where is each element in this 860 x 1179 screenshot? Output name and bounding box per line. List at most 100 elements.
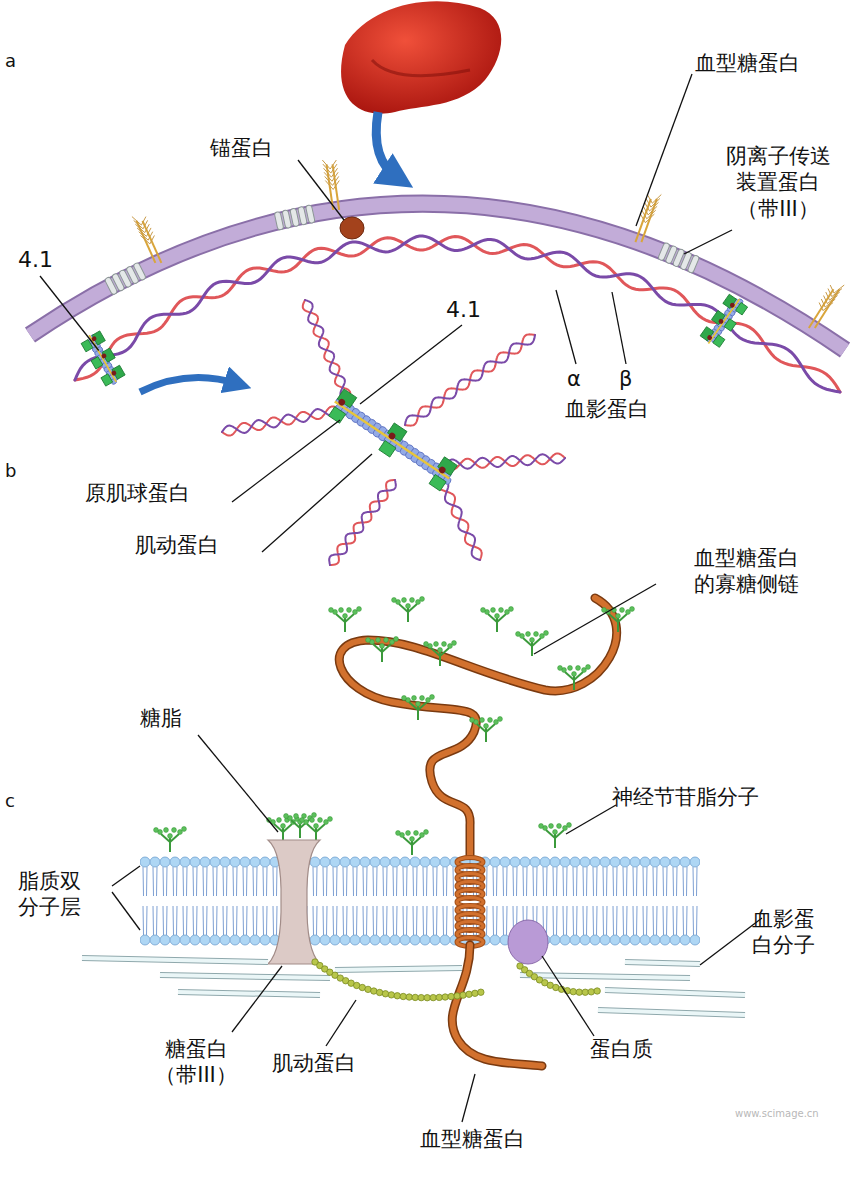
part-label: 蛋白质 xyxy=(590,1036,653,1062)
sugar-residue xyxy=(420,597,425,602)
protein-4-1 xyxy=(387,423,407,442)
zoom-arrow xyxy=(140,378,238,392)
sugar-residue xyxy=(539,824,544,829)
sugar-branch xyxy=(332,172,338,181)
adducin-dot xyxy=(101,353,108,360)
sugar-branch xyxy=(331,164,337,173)
leader-line xyxy=(262,454,372,552)
sugar-residue xyxy=(154,828,159,833)
leader-line xyxy=(326,1000,356,1046)
sugar-residue xyxy=(491,608,496,613)
leader-line xyxy=(556,290,576,364)
sugar-branch xyxy=(322,160,330,169)
sugar-branch xyxy=(647,195,652,204)
sugar-residue xyxy=(495,614,500,619)
protein-4-1 xyxy=(736,302,748,314)
leader-line xyxy=(198,735,278,832)
sugar-residue xyxy=(498,717,503,722)
lipid-bilayer xyxy=(140,856,700,946)
sugar-branch xyxy=(824,296,828,304)
protein-4-1 xyxy=(700,327,714,341)
leader-line xyxy=(232,420,340,502)
actin-bead xyxy=(394,993,400,999)
zoom-arrow xyxy=(376,112,398,178)
protein-4-1 xyxy=(429,474,446,491)
cell-membrane xyxy=(30,204,845,350)
spectrin-rod-edge xyxy=(598,1010,745,1015)
spectrin-rod-edge xyxy=(160,975,330,978)
bracket-line xyxy=(112,866,140,886)
adducin-dot xyxy=(706,334,713,341)
watermark: www.scimage.cn xyxy=(735,1108,819,1121)
sugar-residue xyxy=(534,632,539,637)
spectrin-rod xyxy=(178,992,320,995)
actin-bead xyxy=(448,993,454,999)
sugar-residue xyxy=(616,614,621,619)
sugar-residue xyxy=(394,637,399,642)
sugar-residue xyxy=(620,608,625,613)
spectrin-rod xyxy=(598,1010,745,1015)
leader-line xyxy=(612,292,626,364)
beta-spectrin xyxy=(329,480,396,565)
leader-line xyxy=(462,1074,475,1122)
actin-bead xyxy=(472,990,478,996)
sugar-residue xyxy=(384,638,389,643)
glycophorin-stalk xyxy=(815,289,840,328)
part-label: 4.1 xyxy=(446,296,481,324)
alpha-spectrin xyxy=(330,480,395,565)
red-blood-cell xyxy=(341,1,501,113)
actin-bead xyxy=(570,988,576,994)
sugar-residue xyxy=(481,608,486,613)
spectrin-rod-edge xyxy=(625,962,700,964)
alpha-spectrin xyxy=(405,334,535,425)
sugar-residue xyxy=(488,718,493,723)
panel-letter: a xyxy=(5,50,16,73)
sugar-residue xyxy=(339,608,344,613)
sugar-residue xyxy=(544,631,549,636)
leader-line xyxy=(684,230,732,254)
sugar-residue xyxy=(318,818,323,823)
part-label: 肌动蛋白 xyxy=(272,1050,356,1076)
band3-coil xyxy=(687,255,700,274)
sugar-residue xyxy=(442,642,447,647)
panel-letter: b xyxy=(5,460,16,483)
sugar-residue xyxy=(329,608,334,613)
sugar-residue xyxy=(452,641,457,646)
actin-bead xyxy=(466,991,472,997)
adducin-dot xyxy=(111,370,118,377)
protein-4-1 xyxy=(724,319,736,331)
sugar-branch xyxy=(333,181,339,190)
sugar-branch xyxy=(828,289,832,297)
sugar-residue xyxy=(572,672,577,677)
spectrin-rod xyxy=(625,962,700,964)
sugar-residue xyxy=(530,638,535,643)
sugar-residue xyxy=(576,666,581,671)
sugar-residue xyxy=(402,598,407,603)
beta-spectrin xyxy=(75,236,840,392)
protein-4-1 xyxy=(713,335,725,347)
bracket-line xyxy=(112,892,140,930)
part-label: 脂质双 分子层 xyxy=(18,868,114,921)
membrane-protein xyxy=(508,920,548,964)
part-label: 血型糖蛋白 的寡糖侧链 xyxy=(662,545,830,598)
actin-bead xyxy=(436,994,442,1000)
sugar-residue xyxy=(410,837,415,842)
sugar-residue xyxy=(470,718,475,723)
actin-bead xyxy=(454,993,460,999)
part-label: α xyxy=(567,366,581,392)
adducin-dot xyxy=(387,431,396,440)
part-label: 血型糖蛋白 xyxy=(420,1126,525,1152)
sugar-residue xyxy=(430,695,435,700)
leader-line xyxy=(298,160,344,220)
sugar-residue xyxy=(424,830,429,835)
sugar-residue xyxy=(630,607,635,612)
tropomyosin xyxy=(335,401,449,478)
adducin-dot xyxy=(718,318,725,325)
sugar-residue xyxy=(343,614,348,619)
part-label: 肌动蛋白 xyxy=(135,532,219,558)
sugar-residue xyxy=(300,818,305,823)
actin-bead xyxy=(406,994,412,1000)
leader-line xyxy=(360,325,462,404)
actin-bead xyxy=(412,994,418,1000)
